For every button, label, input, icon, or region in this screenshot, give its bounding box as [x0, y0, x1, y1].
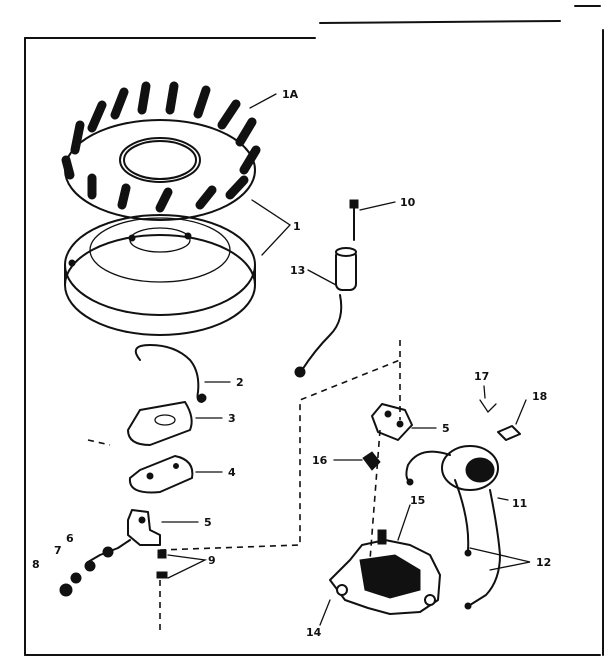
label-11: 11 [512, 497, 527, 510]
label-8: 8 [32, 558, 40, 571]
label-4: 4 [228, 466, 236, 479]
part-2-end [197, 393, 207, 403]
part-6-bracket [59, 509, 161, 597]
label-13: 13 [290, 264, 305, 277]
label-1A: 1A [282, 88, 299, 101]
label-9: 9 [208, 554, 216, 567]
part-13-condenser [294, 247, 357, 378]
label-15: 15 [410, 494, 425, 507]
part-9-screws [156, 549, 168, 579]
part-18-shim [497, 425, 521, 441]
part-4-hole [146, 472, 154, 480]
label-6: 6 [66, 532, 74, 545]
part-14-breaker-base [329, 529, 441, 615]
part-12-wire [469, 489, 501, 606]
label-2: 2 [236, 376, 244, 389]
part-17-clip [479, 399, 497, 414]
label-14: 14 [306, 626, 322, 639]
part-2-spring-wire [134, 344, 203, 403]
part-11-coil [405, 445, 499, 557]
part-3-hole [154, 414, 176, 426]
label-10: 10 [400, 196, 416, 209]
label-7: 7 [54, 544, 62, 557]
part-16-block [362, 451, 381, 471]
part-4-gasket [128, 455, 194, 494]
label-16: 16 [312, 454, 328, 467]
label-17: 17 [474, 370, 489, 383]
leader-lines [161, 93, 531, 626]
blower-fan [61, 81, 261, 221]
flywheel [64, 214, 256, 336]
part-labels: 1A 1 2 3 4 5 5 6 7 8 9 10 11 12 13 14 15… [32, 88, 551, 639]
diagram-frame [24, 5, 604, 656]
part-5-bracket [371, 403, 413, 441]
label-5-top: 5 [442, 422, 450, 435]
part-10-screw [349, 199, 359, 241]
label-1: 1 [293, 220, 301, 233]
label-5-bottom: 5 [204, 516, 212, 529]
label-18: 18 [532, 390, 547, 403]
part-3-plate [127, 401, 193, 446]
label-12: 12 [536, 556, 551, 569]
label-3: 3 [228, 412, 236, 425]
assembly-dashed-lines [87, 340, 401, 630]
